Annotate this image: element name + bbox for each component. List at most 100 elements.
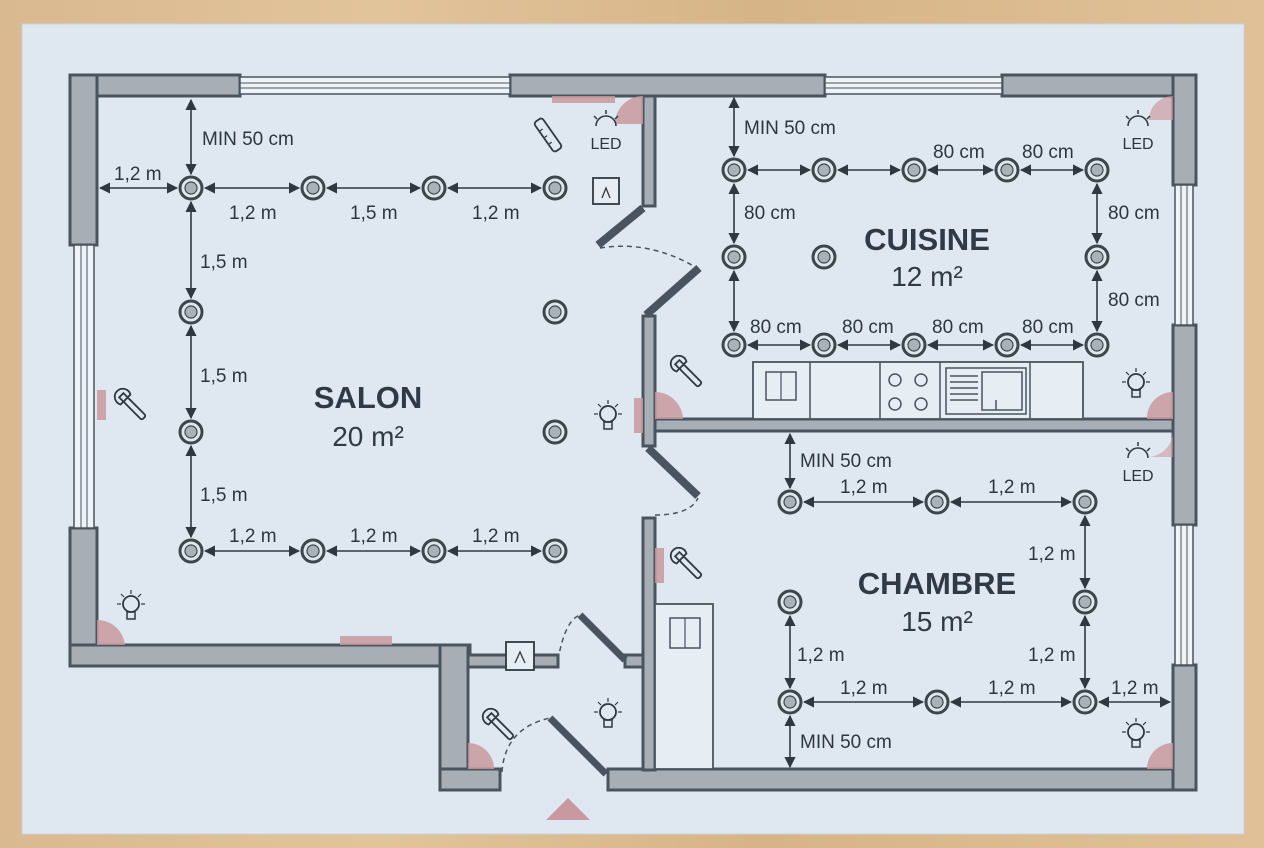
- spotlight-icon: [1072, 589, 1098, 615]
- spotlight-icon: [421, 538, 447, 564]
- led-label: LED: [1122, 468, 1153, 485]
- spotlight-icon: [178, 538, 204, 564]
- tape-measure-icon: [533, 117, 563, 153]
- window-top-cuisine: [824, 76, 1003, 95]
- spotlight-icon: [542, 419, 568, 445]
- spotlight-icon: [994, 157, 1020, 183]
- window-left-salon: [73, 244, 95, 529]
- window-right-cuisine: [1174, 184, 1194, 326]
- spotlight-icon: [777, 689, 803, 715]
- wrench-icon: [481, 707, 515, 741]
- spotlight-icon: [1084, 157, 1110, 183]
- dim-label: 1,2 m: [1111, 678, 1159, 699]
- dim-label: 1,2 m: [114, 164, 162, 185]
- spotlight-icon: [178, 175, 204, 201]
- spotlight-icon: [901, 157, 927, 183]
- window-right-chambre: [1174, 524, 1194, 666]
- window-top-salon: [239, 76, 511, 95]
- spotlight-icon: [300, 175, 326, 201]
- walls: [68, 73, 1198, 792]
- dim-label: 80 cm: [1108, 203, 1160, 224]
- spotlight-icon: [178, 419, 204, 445]
- dim-label: 1,2 m: [1028, 645, 1076, 666]
- dim-label: 1,5 m: [200, 366, 248, 387]
- dim-label: 80 cm: [842, 317, 894, 338]
- led-icon: LED: [1122, 110, 1154, 153]
- wrench-icon: [113, 387, 147, 421]
- bulb-icon: [1122, 718, 1150, 748]
- bulb-icon: [594, 698, 622, 728]
- spotlight-icon: [811, 332, 837, 358]
- dim-label: 80 cm: [1108, 290, 1160, 311]
- led-icon: LED: [590, 110, 622, 153]
- cooktop: [888, 373, 928, 411]
- wrench-icon: [669, 354, 703, 388]
- door-salon-chambre: [645, 445, 701, 516]
- room-area-salon: 20 m²: [332, 421, 404, 452]
- dim-label: 1,2 m: [840, 477, 888, 498]
- led-icon: LED: [1122, 442, 1154, 485]
- dim-label: 1,2 m: [472, 203, 520, 224]
- sink: [945, 367, 1027, 415]
- spotlight-icon: [811, 157, 837, 183]
- entrance-arrow-icon: [546, 798, 590, 820]
- spotlight-icon: [721, 244, 747, 270]
- room-area-cuisine: 12 m²: [891, 261, 963, 292]
- spotlight-icon: [1072, 489, 1098, 515]
- dim-label: 1,2 m: [988, 678, 1036, 699]
- dim-min-chambre-bottom: MIN 50 cm: [800, 732, 892, 753]
- bulb-icon: [1122, 368, 1150, 398]
- wrench-icon: [669, 546, 703, 580]
- dim-label: 80 cm: [744, 203, 796, 224]
- dim-label: 80 cm: [1022, 317, 1074, 338]
- dimension-arrows: [98, 96, 1172, 769]
- dim-label: 1,5 m: [350, 203, 398, 224]
- spotlight-icon: [721, 157, 747, 183]
- door-entrance: [501, 715, 609, 777]
- spotlight-icon: [1084, 332, 1110, 358]
- bulb-icon: [594, 400, 622, 430]
- spotlight-icon: [924, 489, 950, 515]
- dim-label: 1,2 m: [797, 645, 845, 666]
- spotlight-icon: [924, 689, 950, 715]
- dim-label: 80 cm: [933, 142, 985, 163]
- room-name-cuisine: CUISINE: [864, 222, 990, 257]
- bulb-icon: [117, 590, 145, 620]
- spotlight-icon: [542, 538, 568, 564]
- dim-label: 1,2 m: [350, 526, 398, 547]
- kitchen-counter: [752, 361, 1084, 420]
- spotlight-icon: [811, 244, 837, 270]
- spotlight-icon: [994, 332, 1020, 358]
- door-salon-cuisine: [595, 204, 702, 318]
- spotlight-icon: [1072, 689, 1098, 715]
- dim-label: 80 cm: [1022, 142, 1074, 163]
- dim-min-salon: MIN 50 cm: [202, 129, 294, 150]
- spotlight-icon: [1084, 244, 1110, 270]
- dim-min-chambre-top: MIN 50 cm: [800, 451, 892, 472]
- dim-label: 1,5 m: [200, 485, 248, 506]
- wardrobe: [654, 603, 714, 770]
- dim-label: 1,2 m: [988, 477, 1036, 498]
- switch-icon: [505, 641, 535, 671]
- dim-label: 1,5 m: [200, 252, 248, 273]
- spotlight-icon: [542, 299, 568, 325]
- dim-label: 1,2 m: [229, 526, 277, 547]
- spotlight-icon: [721, 332, 747, 358]
- room-labels: SALON 20 m² CUISINE 12 m² CHAMBRE 15 m²: [314, 222, 1016, 637]
- spotlight-icon: [542, 175, 568, 201]
- room-name-salon: SALON: [314, 380, 423, 415]
- spotlight-icon: [178, 299, 204, 325]
- switch-icon: [592, 177, 620, 205]
- spotlight-icon: [300, 538, 326, 564]
- spotlight-icon: [421, 175, 447, 201]
- dim-label: 1,2 m: [472, 526, 520, 547]
- dim-label: 1,2 m: [229, 203, 277, 224]
- spotlight-icon: [777, 589, 803, 615]
- room-area-chambre: 15 m²: [901, 606, 973, 637]
- dim-min-cuisine: MIN 50 cm: [744, 118, 836, 139]
- room-name-chambre: CHAMBRE: [858, 566, 1016, 601]
- led-label: LED: [590, 136, 621, 153]
- led-label: LED: [1122, 136, 1153, 153]
- dimension-labels: MIN 50 cm 1,2 m 1,2 m 1,5 m 1,2 m 1,5 m …: [114, 118, 1160, 753]
